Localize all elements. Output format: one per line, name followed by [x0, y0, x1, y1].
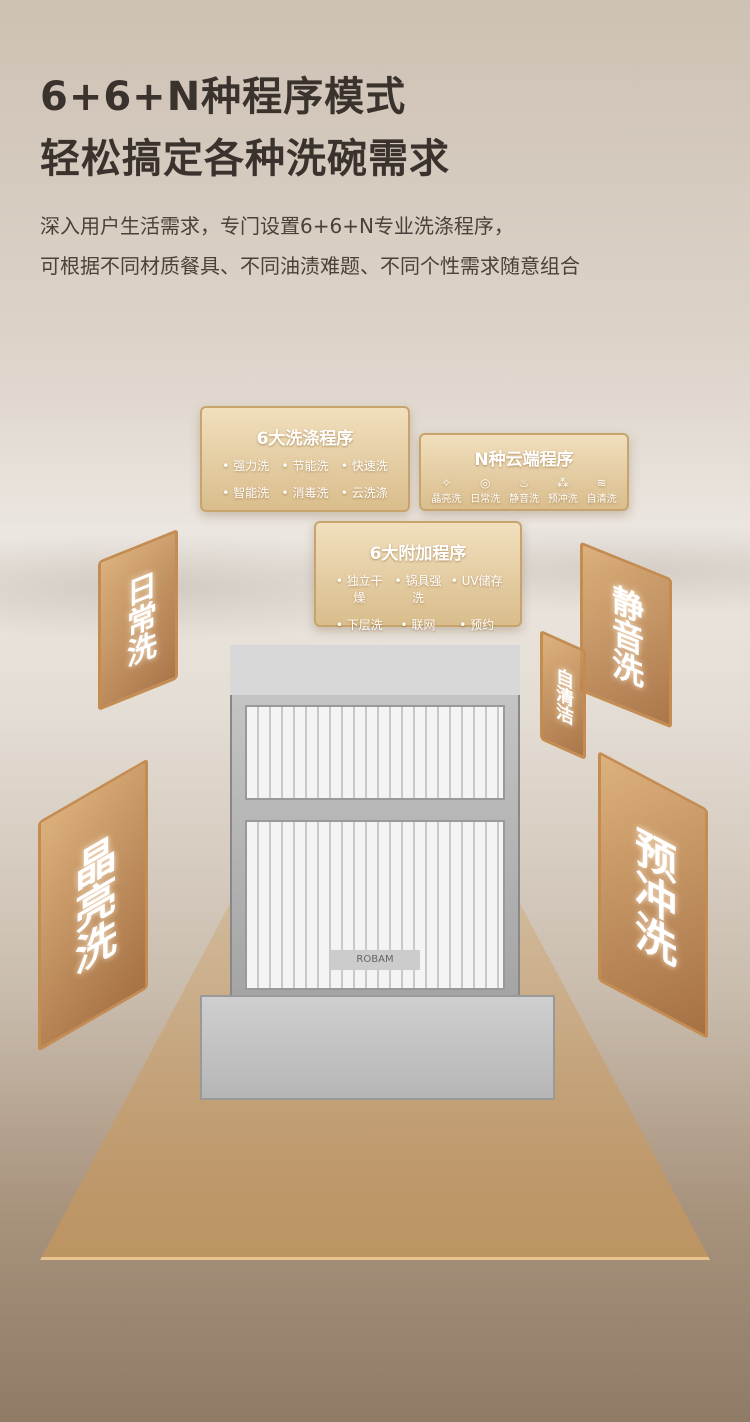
program-item: 强力洗 [216, 457, 275, 474]
program-item: 消毒洗 [275, 484, 334, 501]
sparkle-icon: ✧ [441, 476, 452, 490]
program-item: 下层洗 [330, 616, 389, 633]
heading-line2: 轻松搞定各种洗碗需求 [40, 136, 450, 182]
program-item: 自清洗 [586, 494, 617, 505]
dishwasher-image: ROBAM [200, 645, 555, 1100]
card-title: 6大洗涤程序 [256, 429, 354, 449]
program-item: 日常洗 [470, 494, 501, 505]
dishwasher-door [200, 995, 555, 1100]
program-item: 快速洗 [335, 457, 394, 474]
brand-label: ROBAM [330, 950, 420, 970]
card-title: 6大附加程序 [369, 544, 467, 564]
card-title: N种云端程序 [474, 450, 574, 470]
program-item: 静音洗 [508, 494, 539, 505]
description-line1: 深入用户生活需求，专门设置6+6+N专业洗涤程序， [40, 214, 514, 238]
program-item: 晶亮洗 [431, 494, 462, 505]
program-item: 预约 [447, 616, 506, 633]
program-item: 联网 [389, 616, 448, 633]
program-item: 预冲洗 [547, 494, 578, 505]
target-icon: ◎ [479, 476, 491, 490]
program-item: 节能洗 [275, 457, 334, 474]
program-item: 锅具强洗 [389, 572, 448, 606]
program-item: 智能洗 [216, 484, 275, 501]
sign-daily-wash: 日常洗 [98, 528, 178, 712]
program-item: 独立干燥 [330, 572, 389, 606]
program-item: UV储存 [447, 572, 506, 606]
spray-icon: ⁂ [556, 476, 569, 490]
shower-icon: ≋ [596, 476, 607, 490]
description-line2: 可根据不同材质餐具、不同油渍难题、不同个性需求随意组合 [40, 254, 580, 278]
program-item: 云洗涤 [335, 484, 394, 501]
wash-programs-card: 6大洗涤程序 强力洗 节能洗 快速洗 智能洗 消毒洗 云洗涤 [200, 406, 410, 512]
extra-programs-card: 6大附加程序 独立干燥 锅具强洗 UV储存 下层洗 联网 预约 [314, 521, 522, 632]
cloud-programs-card: N种云端程序 ✧ 晶亮洗 ◎ 日常洗 ♨ 静音洗 ⁂ 预冲洗 ≋ 自清洗 [419, 433, 629, 511]
sign-crystal-wash: 晶亮洗 [38, 758, 148, 1052]
sign-prerinse-wash: 预冲洗 [598, 750, 708, 1040]
upper-rack [245, 705, 505, 800]
bowl-icon: ♨ [518, 476, 530, 490]
dishwasher-top [230, 645, 520, 695]
heading-line1: 6+6+N种程序模式 [40, 74, 407, 120]
